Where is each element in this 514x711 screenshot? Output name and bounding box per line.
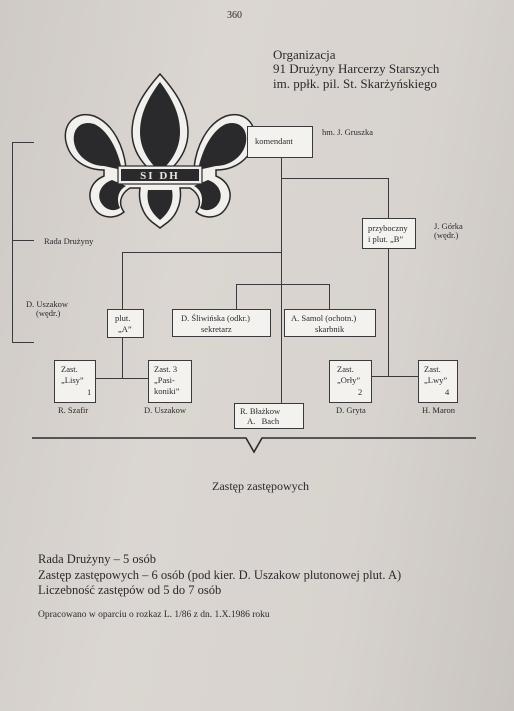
lily-left-foot bbox=[99, 180, 126, 211]
zast-lisy-box: Zast. „Lisy” 1 bbox=[54, 360, 96, 403]
line-sec-horizontal bbox=[236, 284, 330, 285]
line-pluta-down bbox=[122, 338, 123, 378]
line-skar-down bbox=[329, 284, 330, 309]
org-title-line-2: 91 Drużyny Harcerzy Starszych bbox=[273, 61, 440, 77]
lily-right-petal bbox=[198, 122, 247, 170]
zast-orly-leader: D. Gryta bbox=[336, 405, 366, 415]
plut-b-person: J. Górka (wędr.) bbox=[434, 221, 463, 241]
lily-bottom-tip bbox=[147, 190, 173, 220]
scout-lily-emblem: SI DH bbox=[64, 72, 256, 229]
zast-lwy-leader: H. Maron bbox=[422, 405, 456, 415]
rada-bracket-vertical bbox=[12, 142, 13, 342]
lily-band-text: SI DH bbox=[140, 170, 180, 182]
line-plutb-down bbox=[388, 249, 389, 376]
rada-bracket-mid bbox=[12, 240, 34, 241]
line-plutb-horizontal bbox=[372, 376, 418, 377]
bottom-brace bbox=[32, 437, 476, 454]
lily-center-petal bbox=[140, 82, 180, 168]
note-rada: Rada Drużyny – 5 osób bbox=[38, 552, 157, 566]
plut-b-box: przyboczny i plut. „B” bbox=[362, 218, 416, 249]
lily-right-foot bbox=[194, 180, 221, 211]
zast-lisy-leader: R. Szafir bbox=[58, 405, 89, 415]
notes: Rada Drużyny – 5 osób Zastęp zastępowych… bbox=[38, 552, 401, 599]
komendant-box: komendant bbox=[247, 126, 313, 158]
line-left-horizontal bbox=[122, 252, 282, 253]
komendant-person: hm. J. Gruszka bbox=[322, 127, 373, 137]
uszakow-label: D. Uszakow (wędr.) bbox=[26, 299, 69, 319]
note-zastep: Zastęp zastępowych – 6 osób (pod kier. D… bbox=[38, 567, 402, 582]
rada-bracket-bottom bbox=[12, 342, 34, 343]
sekretarz-box: D. Śliwińska (odkr.) sekretarz bbox=[172, 309, 271, 337]
rada-druzyny-label: Rada Drużyny bbox=[44, 236, 94, 246]
line-left-down bbox=[122, 252, 123, 309]
note-liczebnosc: Liczebność zastępów od 5 do 7 osób bbox=[38, 583, 222, 598]
line-kom-right bbox=[281, 178, 389, 179]
rada-bracket-top bbox=[12, 142, 34, 143]
blazkow-bach-box: R. Błażkow A. Bach bbox=[234, 403, 304, 429]
skarbnik-box: A. Samol (ochotn.) skarbnik bbox=[284, 309, 376, 337]
zast-pasikoniki-leader: D. Uszakow bbox=[144, 405, 187, 415]
lily-left-petal bbox=[73, 122, 122, 170]
zast-pasikoniki-box: Zast. 3 „Pasi- koniki” bbox=[148, 360, 192, 403]
org-title-line-1: Organizacja bbox=[273, 47, 336, 62]
line-sec-down bbox=[236, 284, 237, 309]
plut-a-box: plut. „A” bbox=[107, 309, 144, 338]
page-number: 360 bbox=[227, 10, 242, 21]
zast-orly-box: Zast. „Orły” 2 bbox=[329, 360, 372, 403]
org-title-line-3: im. ppłk. pil. St. Skarżyńskiego bbox=[273, 75, 437, 91]
line-kom-down bbox=[281, 158, 282, 423]
line-pluta-horizontal bbox=[96, 378, 148, 379]
zast-lwy-box: Zast. „Lwy” 4 bbox=[418, 360, 458, 403]
zastep-zastepowych-label: Zastęp zastępowych bbox=[212, 479, 309, 493]
line-right-down-1 bbox=[388, 178, 389, 218]
komendant-label: komendant bbox=[255, 136, 293, 146]
org-title: Organizacja 91 Drużyny Harcerzy Starszyc… bbox=[273, 47, 440, 91]
source-note: Opracowano w oparciu o rozkaz L. 1/86 z … bbox=[38, 610, 270, 620]
